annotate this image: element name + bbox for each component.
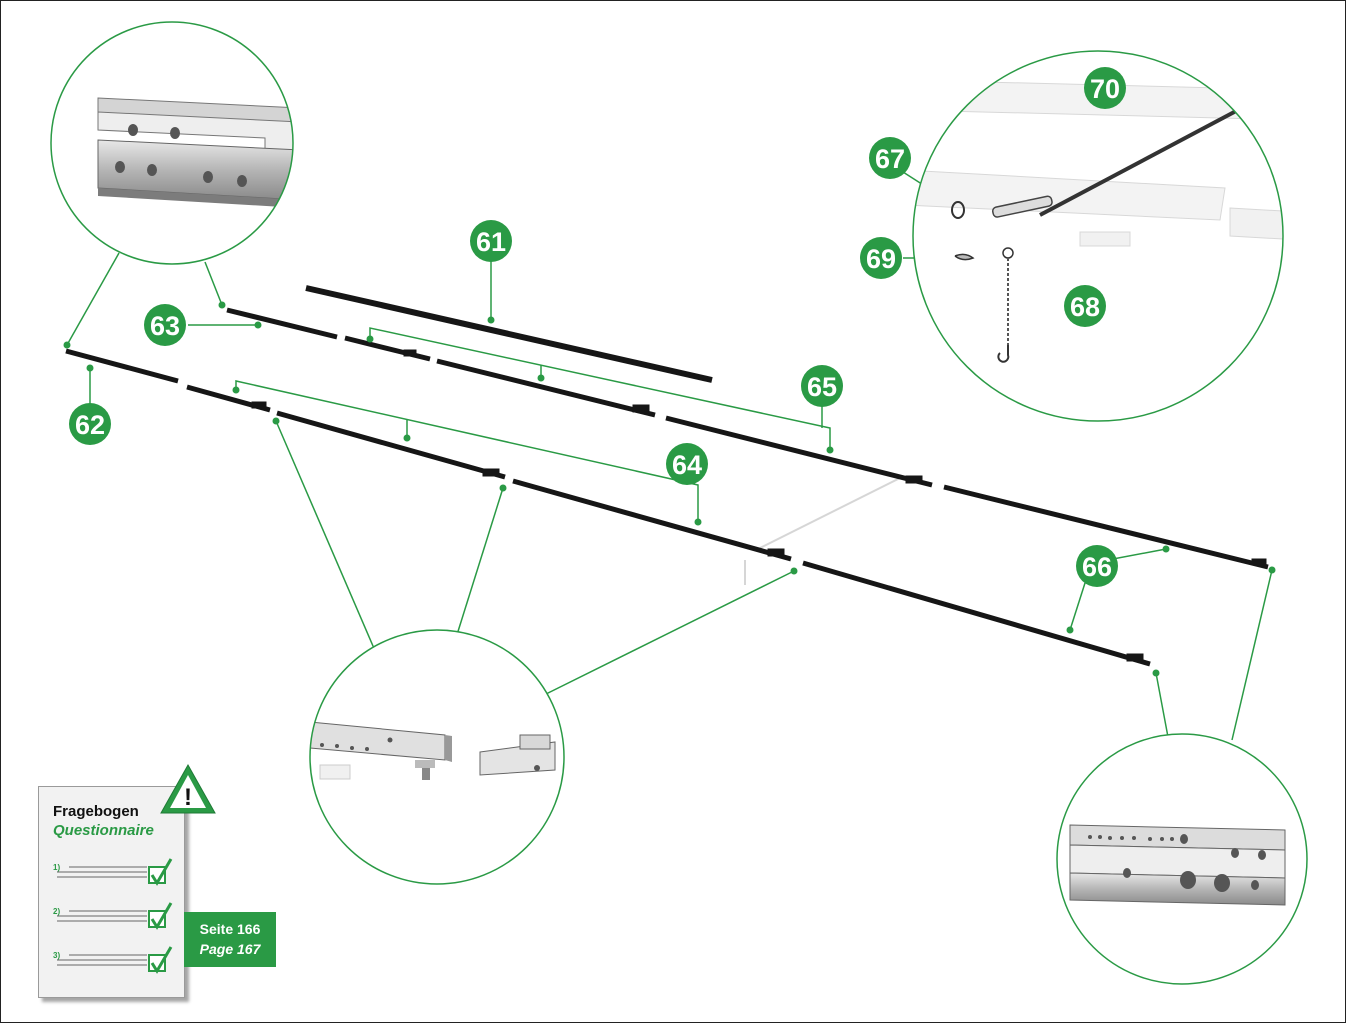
svg-text:65: 65 (807, 372, 837, 402)
check-icon (148, 858, 173, 974)
rail-61 (305, 285, 713, 383)
svg-text:67: 67 (875, 144, 905, 174)
callout-67: 67 (869, 137, 911, 179)
svg-text:70: 70 (1090, 74, 1120, 104)
callout-66: 66 (1076, 545, 1118, 587)
page-reference-en: Page 167 (199, 941, 261, 957)
svg-text:69: 69 (866, 244, 896, 274)
rail-65-a (344, 335, 431, 362)
rail-64-c (512, 478, 792, 562)
questionnaire-item-number: 2) (53, 907, 61, 916)
page-reference-de: Seite 166 (199, 921, 261, 937)
svg-text:62: 62 (75, 410, 105, 440)
callout-65: 65 (801, 365, 843, 407)
questionnaire-item-number: 3) (53, 951, 61, 960)
rail-64-b (276, 410, 506, 480)
svg-text:63: 63 (150, 311, 180, 341)
rail-66-b (802, 560, 1151, 667)
page-reference-link[interactable]: Seite 166 Page 167 (184, 912, 276, 967)
zoom-detail-connector (309, 629, 565, 885)
rail-63 (226, 307, 338, 340)
callout-68: 68 (1064, 285, 1106, 327)
zoom-leaders (66, 252, 1273, 741)
zoom-detail-rail-holes (1056, 733, 1308, 985)
exclamation-triangle-icon: ! (160, 763, 216, 814)
callout-70: 70 (1084, 67, 1126, 109)
rail-66-a (943, 484, 1269, 570)
svg-text:!: ! (184, 784, 192, 811)
svg-text:66: 66 (1082, 552, 1112, 582)
rail-62 (65, 348, 179, 384)
callout-69: 69 (860, 237, 902, 279)
questionnaire-card[interactable]: Fragebogen Questionnaire 1) 2) 3) (38, 786, 185, 998)
questionnaire-lines-graphic (57, 858, 173, 974)
rail-65-b (436, 358, 656, 418)
callout-62: 62 (69, 403, 111, 445)
questionnaire-item-number: 1) (53, 863, 61, 872)
rail-65-c (665, 415, 933, 488)
zoom-detail-accessories (912, 50, 1284, 422)
callout-61: 61 (470, 220, 512, 262)
questionnaire-subtitle: Questionnaire (53, 822, 154, 839)
zoom-detail-rail-end (50, 21, 294, 265)
svg-text:64: 64 (672, 450, 702, 480)
callout-63: 63 (144, 304, 186, 346)
svg-text:68: 68 (1070, 292, 1100, 322)
frame-outline-faint (744, 477, 901, 585)
rails (65, 285, 1269, 667)
svg-text:61: 61 (476, 227, 506, 257)
callout-64: 64 (666, 443, 708, 485)
questionnaire-title: Fragebogen (53, 803, 139, 820)
